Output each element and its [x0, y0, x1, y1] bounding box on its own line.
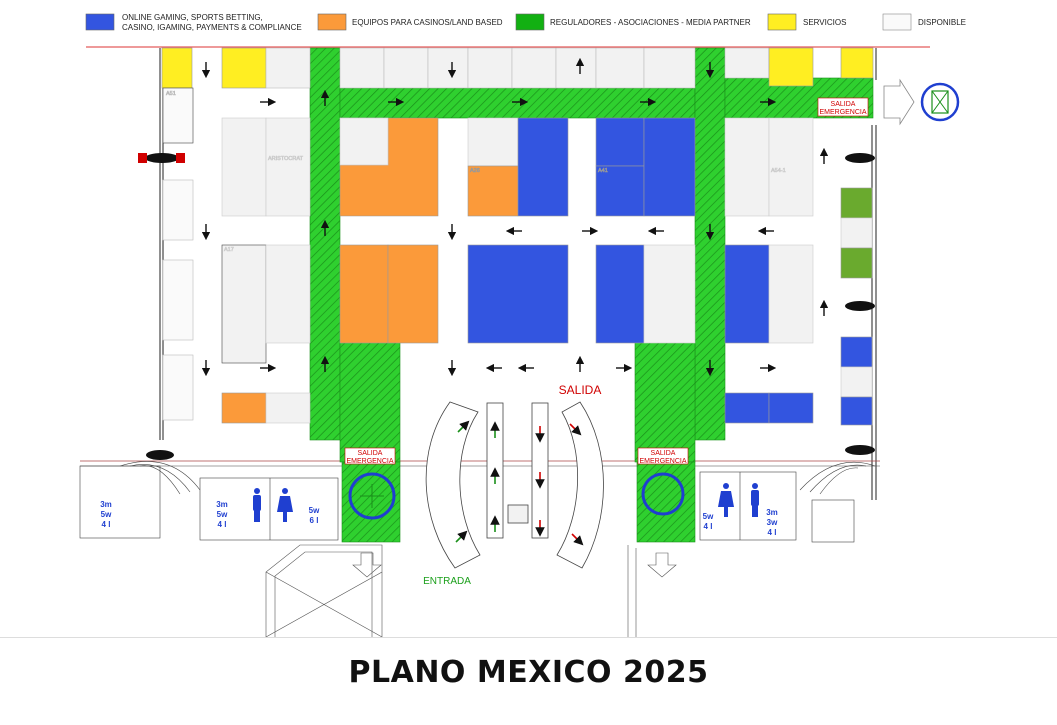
page-title: PLANO MEXICO 2025 — [348, 655, 709, 690]
restroom-counts: 3m 5w 4 l 3m 5w 4 l 5w 6 l 5w 4 l 3m 3w … — [100, 500, 778, 537]
salida-label: SALIDA — [559, 383, 602, 397]
svg-text:EMERGENCIA: EMERGENCIA — [346, 458, 393, 465]
restroom-person-icons — [253, 483, 759, 522]
svg-text:3m: 3m — [216, 500, 228, 509]
svg-text:5w: 5w — [703, 512, 714, 521]
svg-text:3w: 3w — [767, 518, 778, 527]
emergency-exit-bottom-right: SALIDA EMERGENCIA — [637, 447, 689, 465]
booths-center: A26 A41 — [467, 117, 696, 344]
booth-code-a26: A26 — [470, 168, 480, 174]
svg-text:4 l: 4 l — [102, 520, 111, 529]
elevator-left — [348, 472, 396, 520]
legend-swatch-servicios — [767, 13, 797, 31]
stairs — [79, 461, 876, 543]
booths-left-block: ARISTOCRAT A17 — [221, 117, 311, 424]
booths-top-row — [161, 47, 874, 89]
booth-code-a41: A41 — [598, 168, 608, 174]
footer — [0, 637, 1057, 725]
booths-right-strip — [840, 187, 873, 426]
legend-label-equipos: EQUIPOS PARA CASINOS/LAND BASED — [352, 18, 503, 27]
svg-text:5w: 5w — [309, 506, 320, 515]
legend-label-online-gaming-2: CASINO, IGAMING, PAYMENTS & COMPLIANCE — [122, 23, 302, 32]
svg-text:4 l: 4 l — [218, 520, 227, 529]
emergency-exit-top-right: SALIDA EMERGENCIA — [817, 97, 869, 117]
svg-text:4 l: 4 l — [704, 522, 713, 531]
emergency-exit-bottom-left: SALIDA EMERGENCIA — [344, 447, 396, 465]
legend-label-online-gaming-1: ONLINE GAMING, SPORTS BETTING, — [122, 13, 263, 22]
svg-text:4 l: 4 l — [768, 528, 777, 537]
svg-text:6 l: 6 l — [310, 516, 319, 525]
svg-text:3m: 3m — [766, 508, 778, 517]
legend-label-disponible: DISPONIBLE — [918, 18, 966, 27]
booth-code-a54: A54-1 — [771, 168, 786, 174]
svg-text:EMERGENCIA: EMERGENCIA — [639, 458, 686, 465]
svg-text:EMERGENCIA: EMERGENCIA — [819, 109, 866, 116]
door-arrows-right — [883, 78, 915, 126]
svg-text:3m: 3m — [100, 500, 112, 509]
entrada-label: ENTRADA — [423, 576, 471, 587]
escalators — [425, 401, 604, 569]
legend-swatch-online-gaming — [85, 13, 115, 31]
side-doors — [138, 153, 875, 460]
booths-equipos-top — [339, 117, 439, 344]
aristocrat-label: ARISTOCRAT — [268, 156, 304, 162]
svg-text:SALIDA: SALIDA — [831, 101, 856, 108]
elevator-right — [641, 472, 685, 516]
escalator-arrows — [455, 420, 584, 546]
flow-arrows — [201, 57, 829, 377]
legend-swatch-reguladores — [515, 13, 545, 31]
svg-text:5w: 5w — [101, 510, 112, 519]
legend-label-servicios: SERVICIOS — [803, 18, 846, 27]
entrance-ramps — [265, 544, 677, 637]
booth-code-a17: A17 — [224, 247, 234, 253]
booth-code-a51: A51 — [166, 91, 176, 97]
legend-swatch-equipos — [317, 13, 347, 31]
legend-label-reguladores: REGULADORES - ASOCIACIONES - MEDIA PARTN… — [550, 18, 751, 27]
svg-text:SALIDA: SALIDA — [358, 450, 383, 457]
floor-plan: ONLINE GAMING, SPORTS BETTING, CASINO, I… — [79, 13, 966, 637]
booths-right-block: A54-1 — [724, 117, 814, 424]
booths-left-strip: A51 — [162, 87, 194, 421]
svg-text:5w: 5w — [217, 510, 228, 519]
exit-sign-icon — [920, 82, 960, 122]
svg-text:SALIDA: SALIDA — [651, 450, 676, 457]
legend: ONLINE GAMING, SPORTS BETTING, CASINO, I… — [85, 13, 966, 32]
legend-swatch-disponible — [882, 13, 912, 31]
restrooms — [199, 471, 797, 541]
